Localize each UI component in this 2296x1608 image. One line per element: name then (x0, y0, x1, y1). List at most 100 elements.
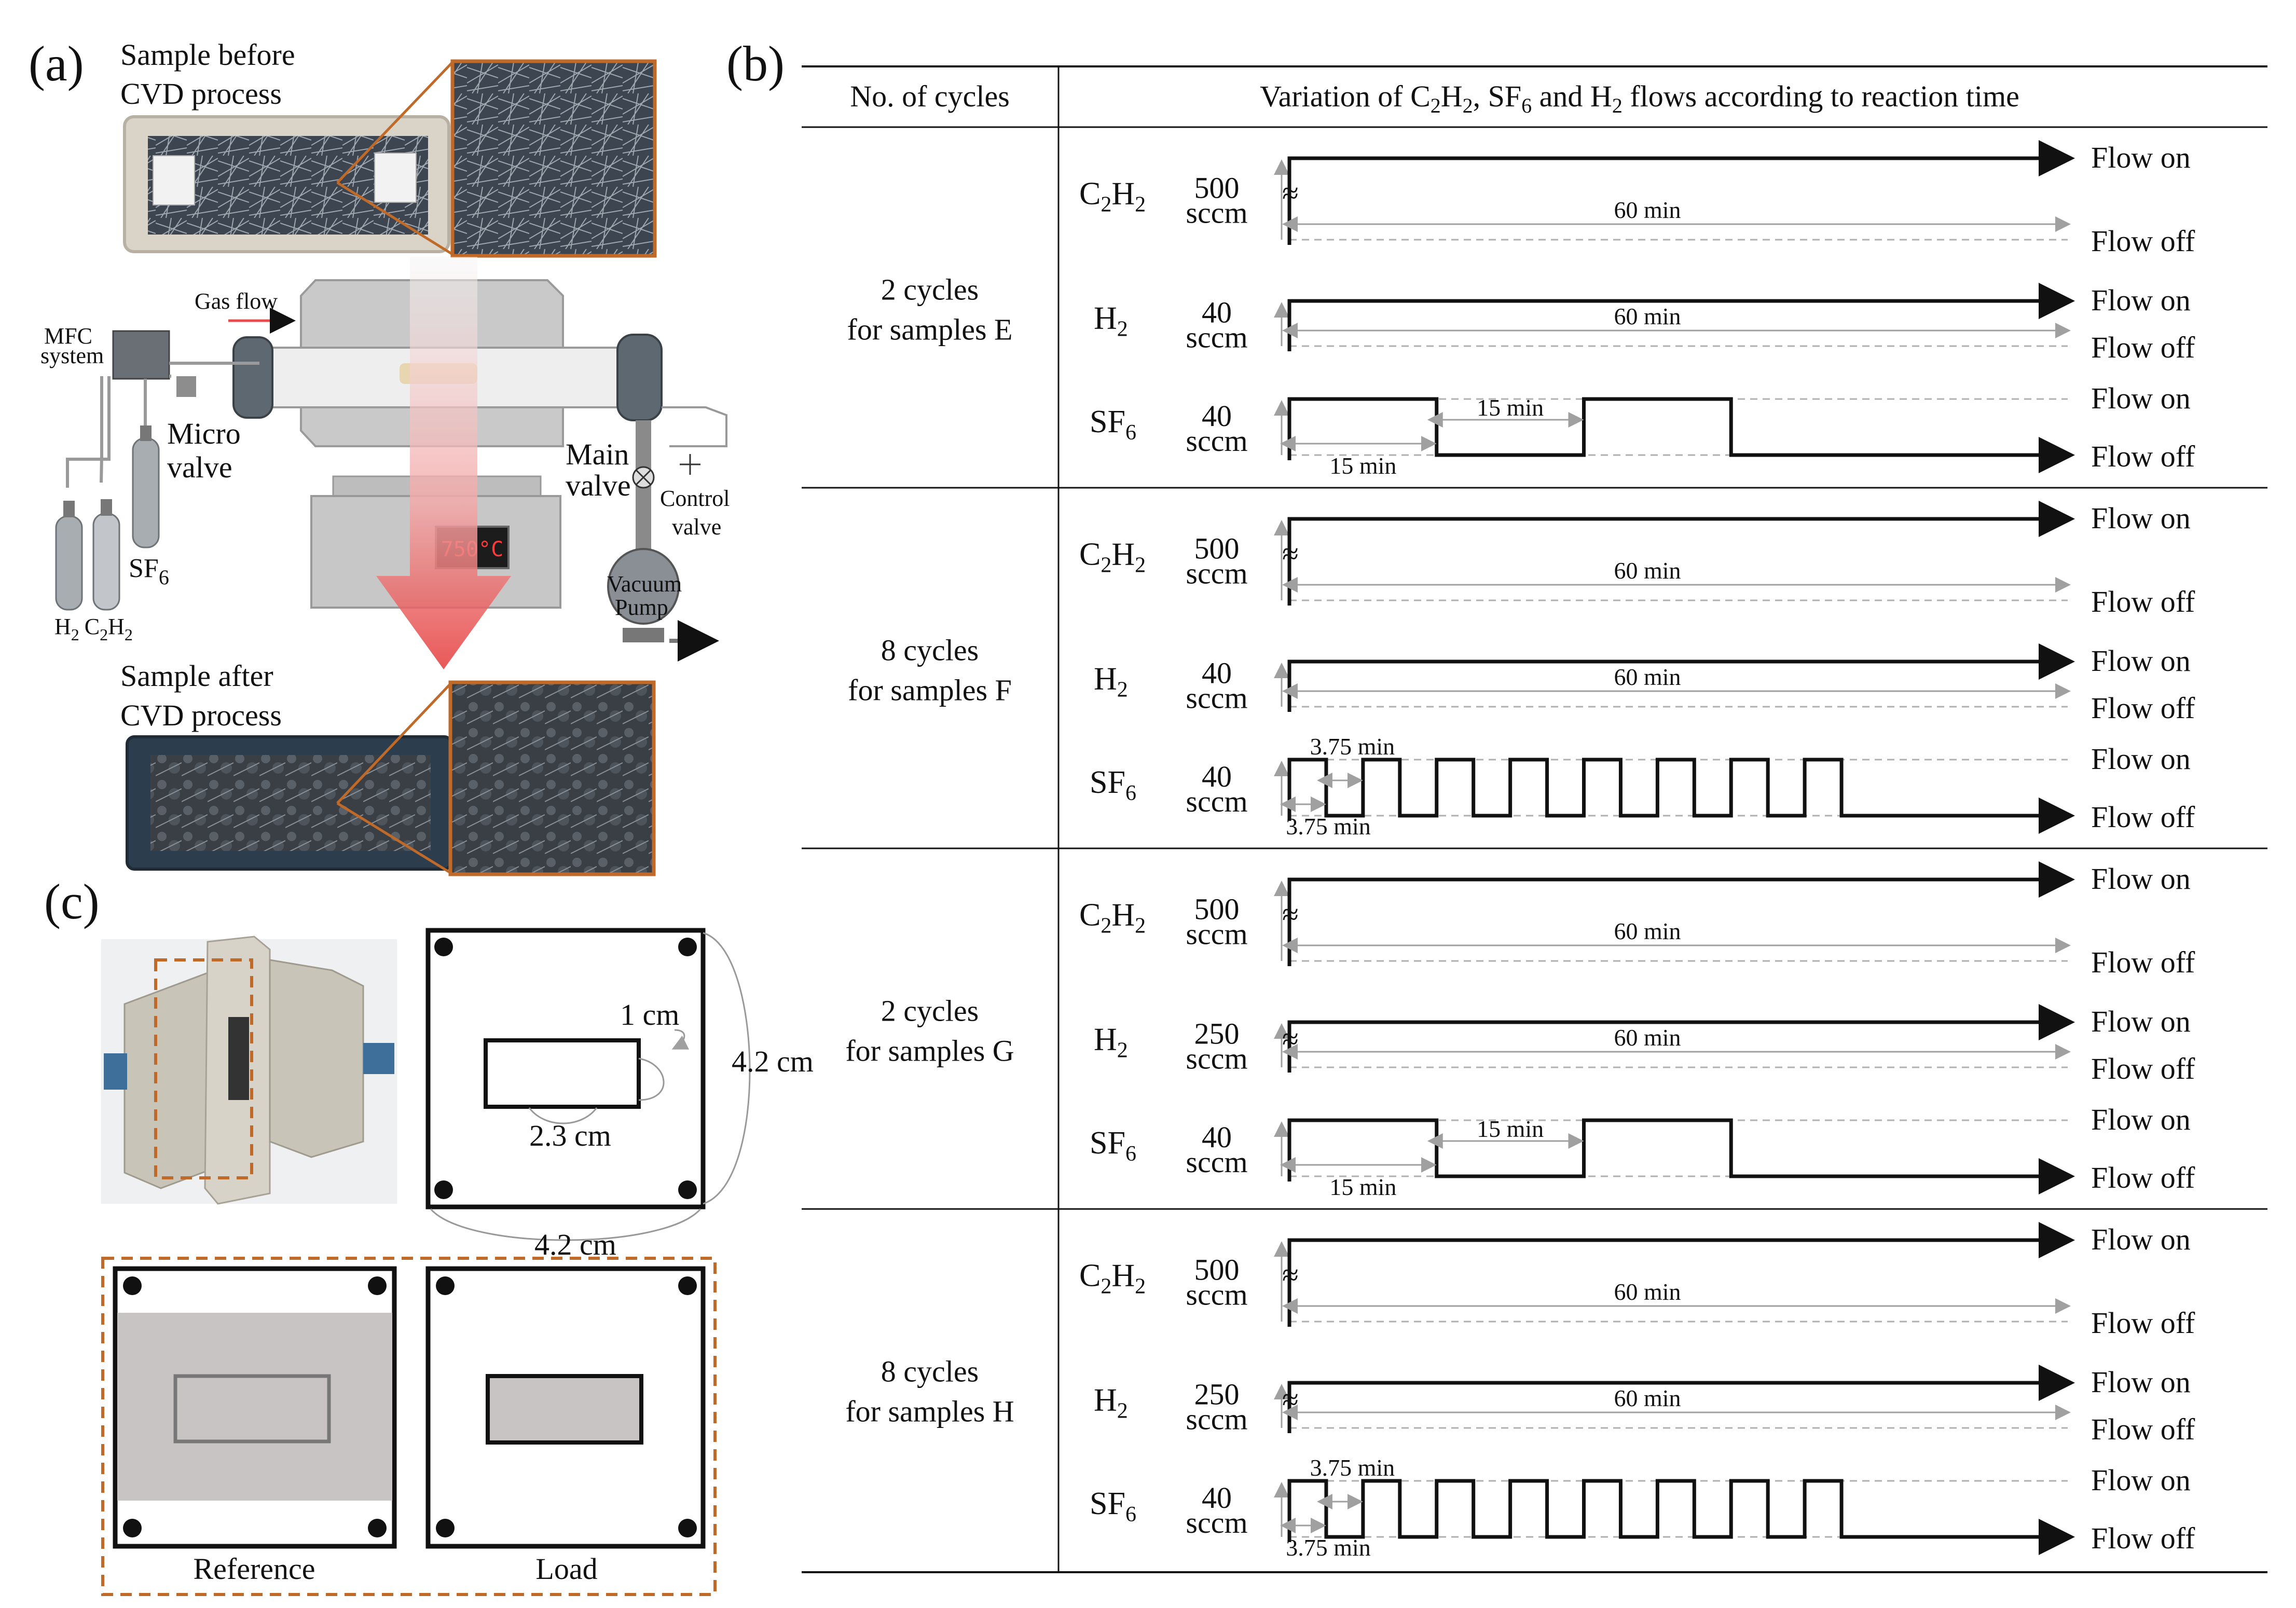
duration-label: 60 min (1614, 918, 1681, 944)
sf6-flow: 40 (1202, 1481, 1232, 1515)
sf6-label: SF6 (1090, 1125, 1136, 1166)
duration-label: 60 min (1614, 1279, 1681, 1305)
c2h2-label: C2H2 (1079, 1258, 1146, 1299)
before-label-2: CVD process (120, 77, 282, 111)
opening-label: 1 cm (620, 998, 679, 1032)
panel-c: (c) 1 cm 4.2 cm 2.3 cm (44, 874, 814, 1596)
h2-flow: 250 (1194, 1017, 1240, 1051)
sample-after-zoom (336, 680, 656, 876)
flow-signal (1287, 397, 2075, 473)
on-period-label: 15 min (1329, 1174, 1396, 1200)
flow-on-label: Flow on (2091, 381, 2191, 415)
sf6-unit: sccm (1186, 785, 1247, 818)
duration-label: 60 min (1614, 1385, 1681, 1411)
samples-label: for samples G (845, 1034, 1014, 1068)
axis-break: ≈ (1282, 898, 1299, 931)
flow-off-label: Flow off (2091, 945, 2195, 979)
c2h2-label: C2H2 (1079, 898, 1146, 938)
flow-signal (1287, 1479, 2075, 1555)
off-period-label: 15 min (1477, 1116, 1544, 1142)
flow-off-label: Flow off (2091, 331, 2195, 364)
duration-label: 60 min (1614, 1024, 1681, 1051)
h2-label: H2 (1094, 1022, 1128, 1063)
micro-valve-1: Micro (167, 417, 241, 450)
sf6-unit: sccm (1186, 1145, 1247, 1179)
sf6-unit: sccm (1186, 1506, 1247, 1540)
main-valve-2: valve (566, 469, 631, 502)
h2-unit: sccm (1186, 1042, 1247, 1076)
after-label-2: CVD process (120, 698, 282, 732)
on-period-label: 3.75 min (1286, 813, 1371, 840)
cycles-label: 2 cycles (881, 994, 979, 1028)
flow-signal (1287, 1118, 2075, 1194)
process-arrow (376, 257, 511, 669)
h2-label: H2 (1094, 662, 1128, 702)
axis-break: ≈ (1282, 1022, 1299, 1056)
control-valve-1: Control (660, 486, 730, 511)
mfc-system: MFC system (40, 323, 259, 488)
sf6-label: SF6 (129, 554, 169, 589)
h2-flow: 250 (1194, 1378, 1240, 1411)
height-label: 4.2 cm (732, 1044, 814, 1078)
h2-flow: 40 (1202, 296, 1232, 329)
h2-flow: 40 (1202, 656, 1232, 690)
panel-b-label: (b) (726, 36, 785, 91)
main-valve-1: Main (566, 437, 629, 471)
load-flange (425, 1266, 706, 1549)
flow-on-label: Flow on (2091, 501, 2191, 535)
samples-label: for samples F (848, 674, 1012, 707)
panel-a: (a) Sample before CVD process 750°C (29, 36, 730, 876)
flange-diagram (425, 928, 751, 1241)
micro-valve-2: valve (167, 450, 232, 484)
c2h2-flow: 500 (1194, 892, 1240, 926)
c2h2-unit: sccm (1186, 196, 1247, 230)
flow-off-label: Flow off (2091, 1412, 2195, 1446)
gas-cylinders (55, 425, 160, 611)
flow-on-label: Flow on (2091, 141, 2191, 174)
on-period-label: 3.75 min (1286, 1534, 1371, 1561)
sample-after-tray (126, 735, 453, 871)
reference-flange (113, 1266, 397, 1549)
flow-on-label: Flow on (2091, 1103, 2191, 1136)
flow-on-label: Flow on (2091, 283, 2191, 317)
panel-c-label: (c) (44, 874, 100, 929)
mfc-label-2: system (40, 343, 104, 368)
c2h2-label: C2H2 (1079, 537, 1146, 578)
flow-off-label: Flow off (2091, 224, 2195, 258)
sample-before-tray (123, 115, 450, 253)
sf6-label: SF6 (1090, 765, 1136, 805)
panel-a-label: (a) (29, 36, 84, 91)
flow-on-label: Flow on (2091, 1463, 2191, 1497)
on-period-label: 15 min (1329, 452, 1396, 479)
duration-label: 60 min (1614, 303, 1681, 329)
duration-label: 60 min (1614, 197, 1681, 223)
vacuum-system (607, 406, 727, 662)
h2-label: H2 (1094, 301, 1128, 341)
flow-signal (1287, 501, 2075, 606)
sf6-label: SF6 (1090, 404, 1136, 445)
gas-flow-label: Gas flow (195, 288, 278, 314)
flow-on-label: Flow on (2091, 1005, 2191, 1038)
flow-on-label: Flow on (2091, 862, 2191, 896)
axis-break: ≈ (1282, 1383, 1299, 1417)
flow-off-label: Flow off (2091, 439, 2195, 473)
flow-off-label: Flow off (2091, 1521, 2195, 1555)
samples-label: for samples H (845, 1395, 1014, 1428)
flow-on-label: Flow on (2091, 742, 2191, 776)
flow-on-label: Flow on (2091, 644, 2191, 678)
sf6-unit: sccm (1186, 424, 1247, 458)
off-period-label: 3.75 min (1310, 1454, 1395, 1481)
